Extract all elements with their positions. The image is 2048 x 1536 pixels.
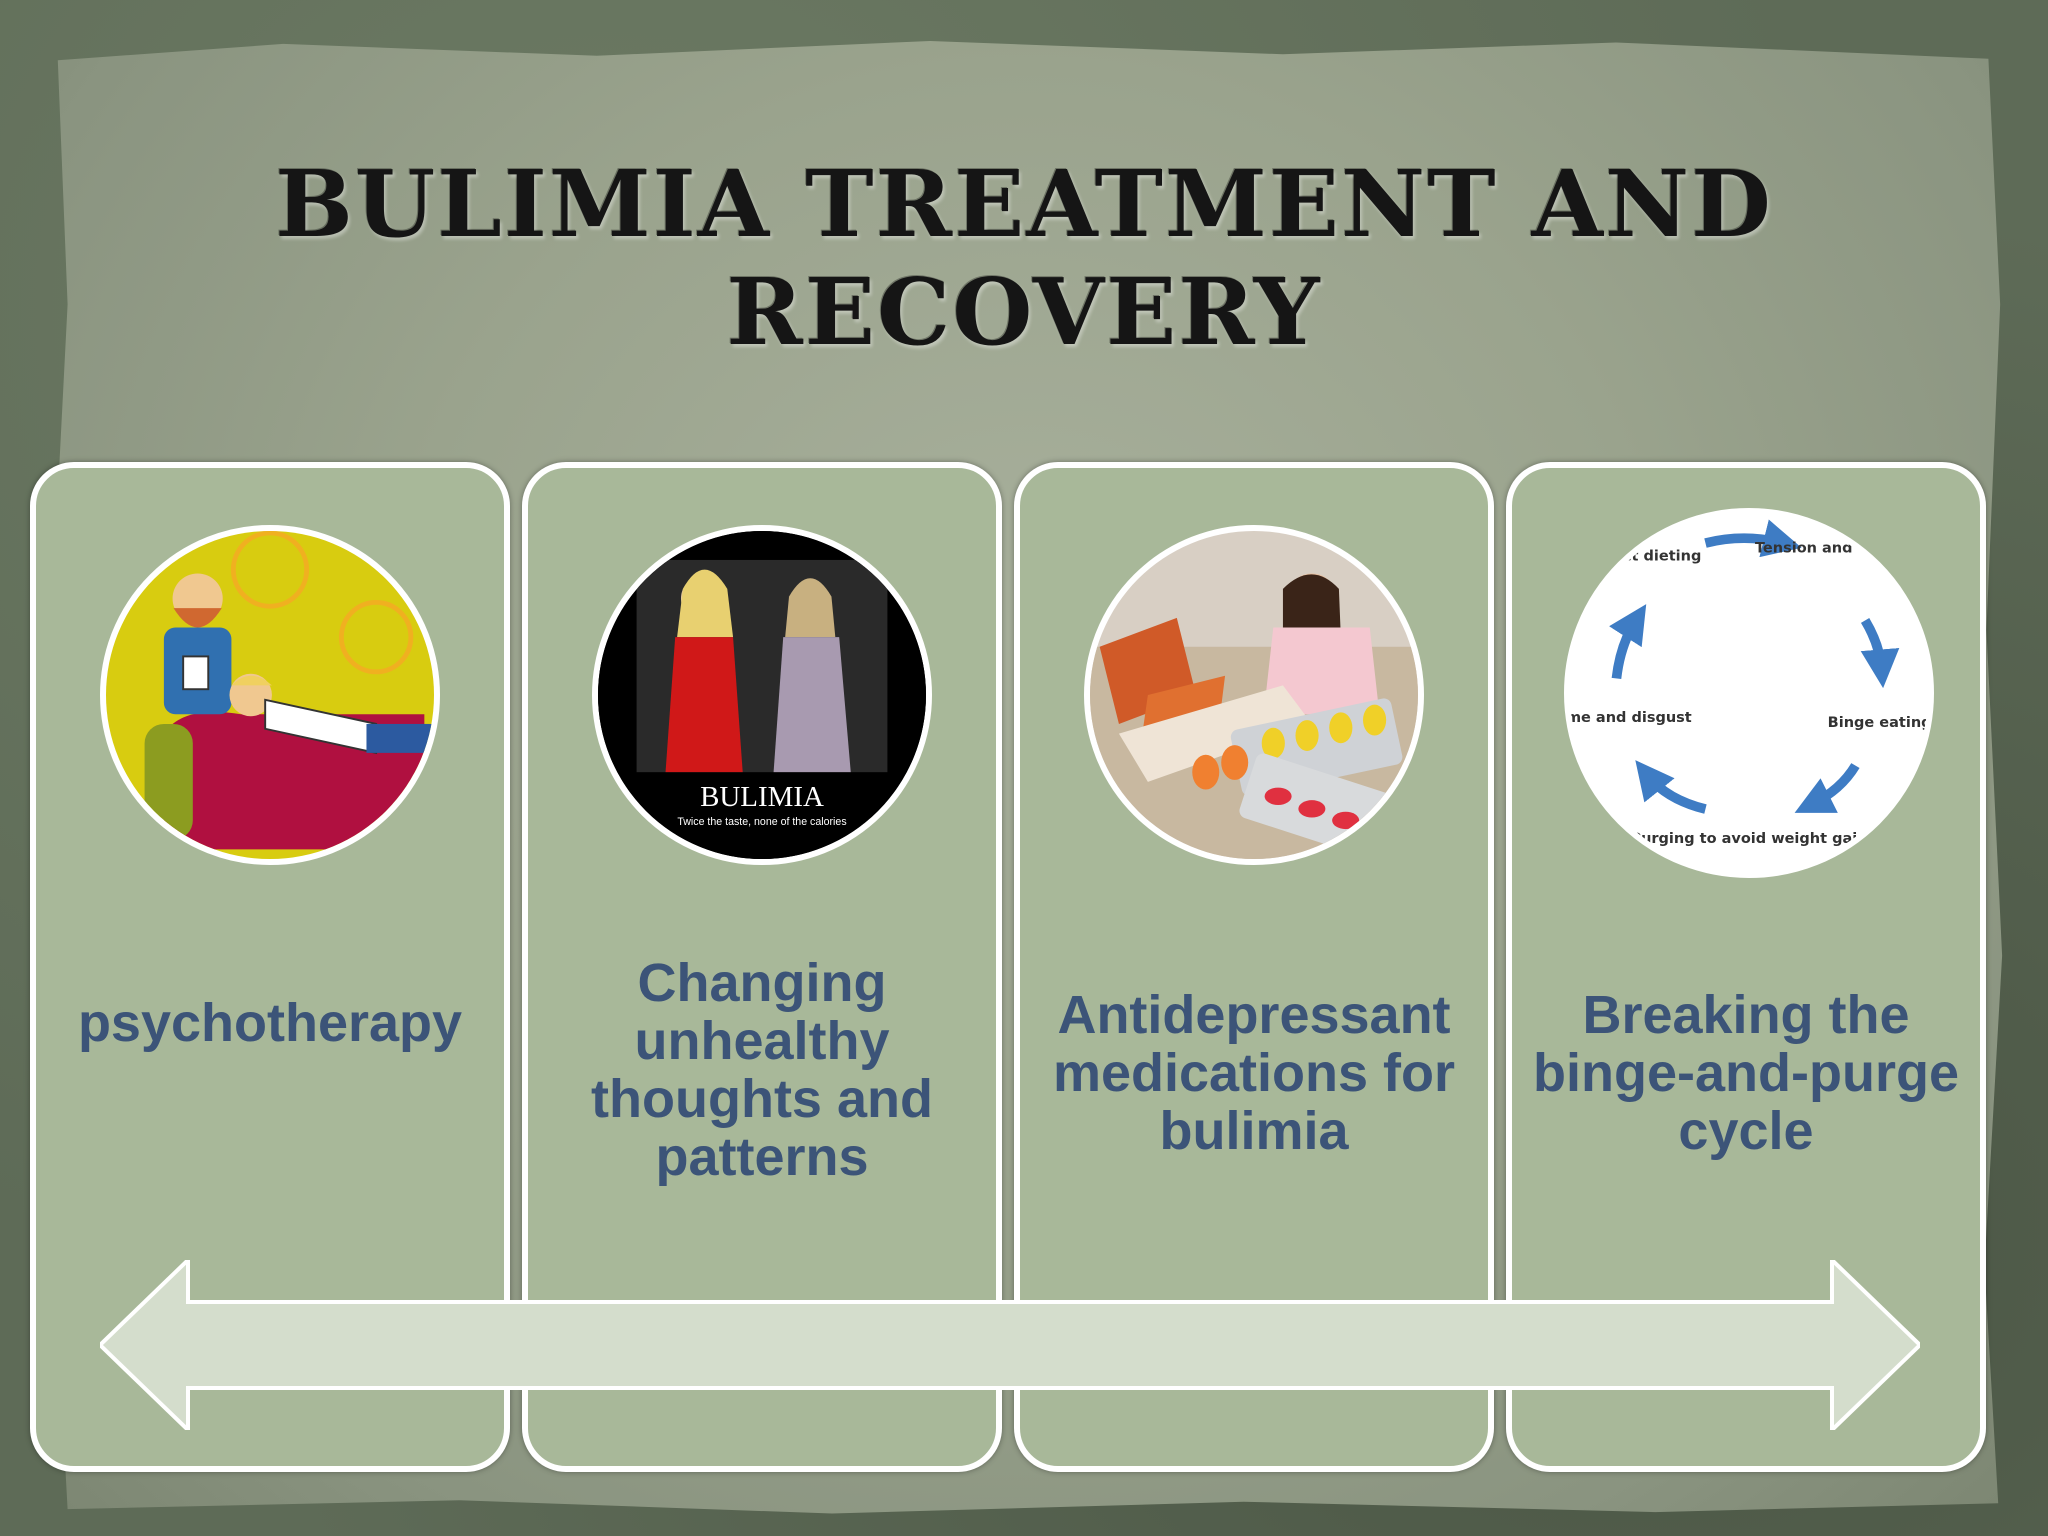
cycle-step-2: Tension and cravings (1755, 541, 1927, 557)
cycle-step-5: Shame and disgust (1570, 710, 1692, 726)
binge-purge-cycle-diagram-icon: Strict dieting Tension and cravings Bing… (1564, 508, 1934, 878)
double-arrow-icon (100, 1260, 1920, 1430)
cycle-step-1: Strict dieting (1593, 548, 1701, 564)
slide-title: BULIMIA TREATMENT AND RECOVERY (275, 150, 1773, 366)
poster-title: BULIMIA (700, 781, 824, 813)
card-label: Breaking the binge-and-purge cycle (1533, 985, 1959, 1161)
card-label: Antidepressant medications for bulimia (1052, 985, 1456, 1161)
woman-with-pills-photo-icon (1084, 525, 1424, 865)
cycle-step-3: Binge eating (1828, 715, 1928, 731)
card-label: Changing unhealthy thoughts and patterns (591, 953, 933, 1187)
card-label: psychotherapy (77, 993, 463, 1053)
therapist-patient-illustration-icon (100, 525, 440, 865)
bulimia-poster-photo-icon: BULIMIA Twice the taste, none of the cal… (592, 525, 932, 865)
poster-caption: Twice the taste, none of the calories (677, 816, 846, 828)
cycle-step-4: Purging to avoid weight gain (1630, 831, 1867, 847)
